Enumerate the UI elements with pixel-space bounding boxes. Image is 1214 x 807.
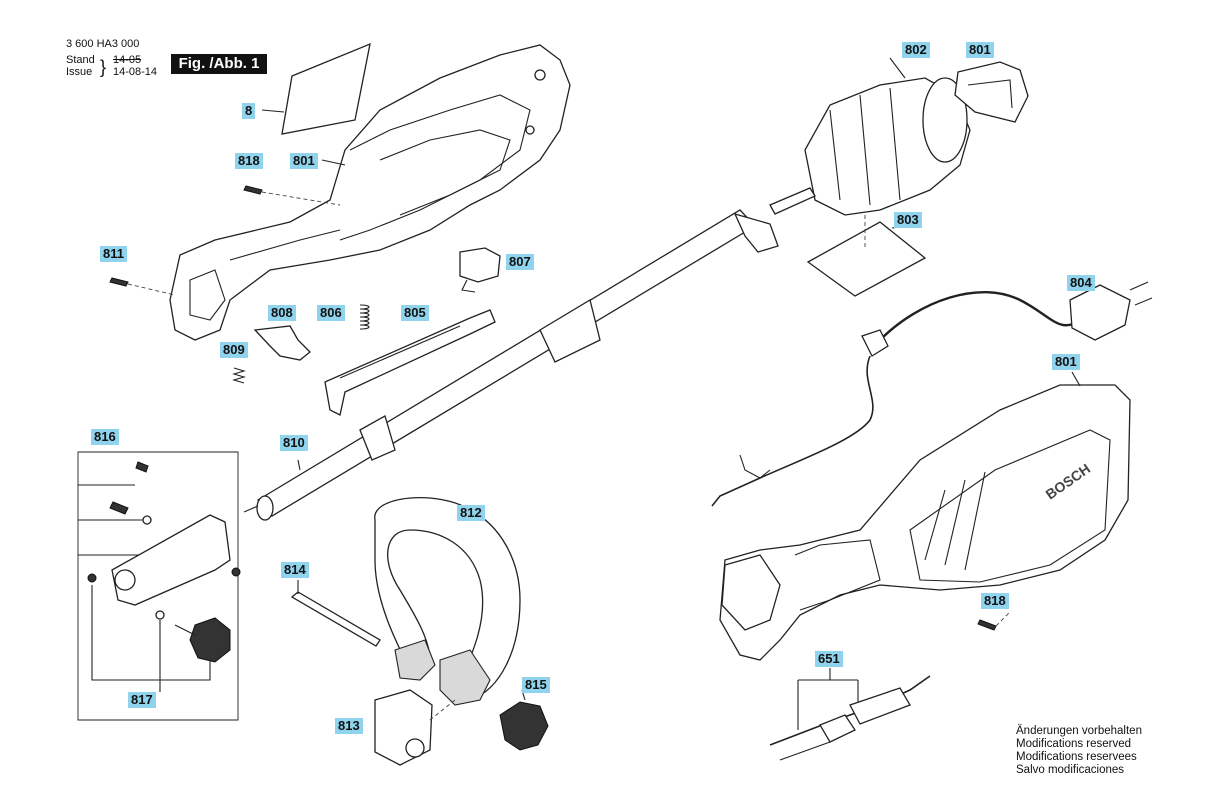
part-label-815: 815 bbox=[522, 677, 550, 693]
bolt-814 bbox=[290, 591, 381, 647]
issue-date: 14-08-14 bbox=[113, 66, 158, 78]
part-label-812: 812 bbox=[457, 505, 485, 521]
part-label-808: 808 bbox=[268, 305, 296, 321]
part-label-809: 809 bbox=[220, 342, 248, 358]
stand-label: Stand bbox=[66, 54, 95, 66]
brace-glyph: } bbox=[100, 57, 107, 77]
part-label-814: 814 bbox=[281, 562, 309, 578]
circuit-board-803 bbox=[806, 221, 927, 297]
spring-806 bbox=[359, 304, 370, 330]
power-cable-804 bbox=[879, 291, 1081, 341]
switch-807 bbox=[459, 247, 501, 283]
clamp-813 bbox=[374, 689, 433, 766]
note-fr: Modifications reservees bbox=[1016, 751, 1137, 763]
part-label-804: 804 bbox=[1067, 275, 1095, 291]
note-es: Salvo modificaciones bbox=[1016, 764, 1125, 776]
trigger-lever-805 bbox=[324, 309, 496, 416]
part-label-801-upper: 801 bbox=[290, 153, 318, 169]
issue-label: Issue bbox=[66, 66, 93, 78]
part-label-802: 802 bbox=[902, 42, 930, 58]
part-label-651: 651 bbox=[815, 651, 843, 667]
part-label-813: 813 bbox=[335, 718, 363, 734]
knob-815 bbox=[499, 701, 549, 751]
part-label-801-cap: 801 bbox=[966, 42, 994, 58]
part-label-801-lower: 801 bbox=[1052, 354, 1080, 370]
part-number-code: 3 600 HA3 000 bbox=[66, 38, 140, 50]
part-label-810: 810 bbox=[280, 435, 308, 451]
knob-817 bbox=[189, 617, 231, 663]
part-label-816: 816 bbox=[91, 429, 119, 445]
modification-notes: Änderungen vorbehalten Modifications res… bbox=[1016, 725, 1142, 777]
part-label-806: 806 bbox=[317, 305, 345, 321]
housing-half-upper bbox=[169, 44, 571, 341]
note-de: Änderungen vorbehalten bbox=[1016, 725, 1142, 737]
spring-809 bbox=[232, 367, 246, 384]
housing-lower-801 bbox=[719, 384, 1131, 661]
stand-date: 14-05 bbox=[113, 54, 142, 66]
part-label-818-lower: 818 bbox=[981, 593, 1009, 609]
part-label-817: 817 bbox=[128, 692, 156, 708]
latch-808 bbox=[253, 325, 311, 361]
note-en: Modifications reserved bbox=[1016, 738, 1132, 750]
part-label-803: 803 bbox=[894, 212, 922, 228]
motor-cap-801 bbox=[954, 61, 1029, 123]
label-sheet-part-8 bbox=[281, 42, 371, 135]
plug-804 bbox=[1069, 284, 1131, 341]
screw-818-upper bbox=[243, 185, 263, 195]
part-label-807: 807 bbox=[506, 254, 534, 270]
part-label-811: 811 bbox=[100, 246, 127, 262]
part-label-8: 8 bbox=[242, 103, 256, 119]
screw-811 bbox=[109, 277, 129, 287]
screw-818-lower bbox=[977, 619, 997, 631]
part-label-818-upper: 818 bbox=[235, 153, 263, 169]
part-label-805: 805 bbox=[401, 305, 429, 321]
bracket-816 bbox=[111, 514, 231, 606]
figure-label: Fig. /Abb. 1 bbox=[171, 54, 267, 74]
strap-651 bbox=[769, 675, 931, 746]
